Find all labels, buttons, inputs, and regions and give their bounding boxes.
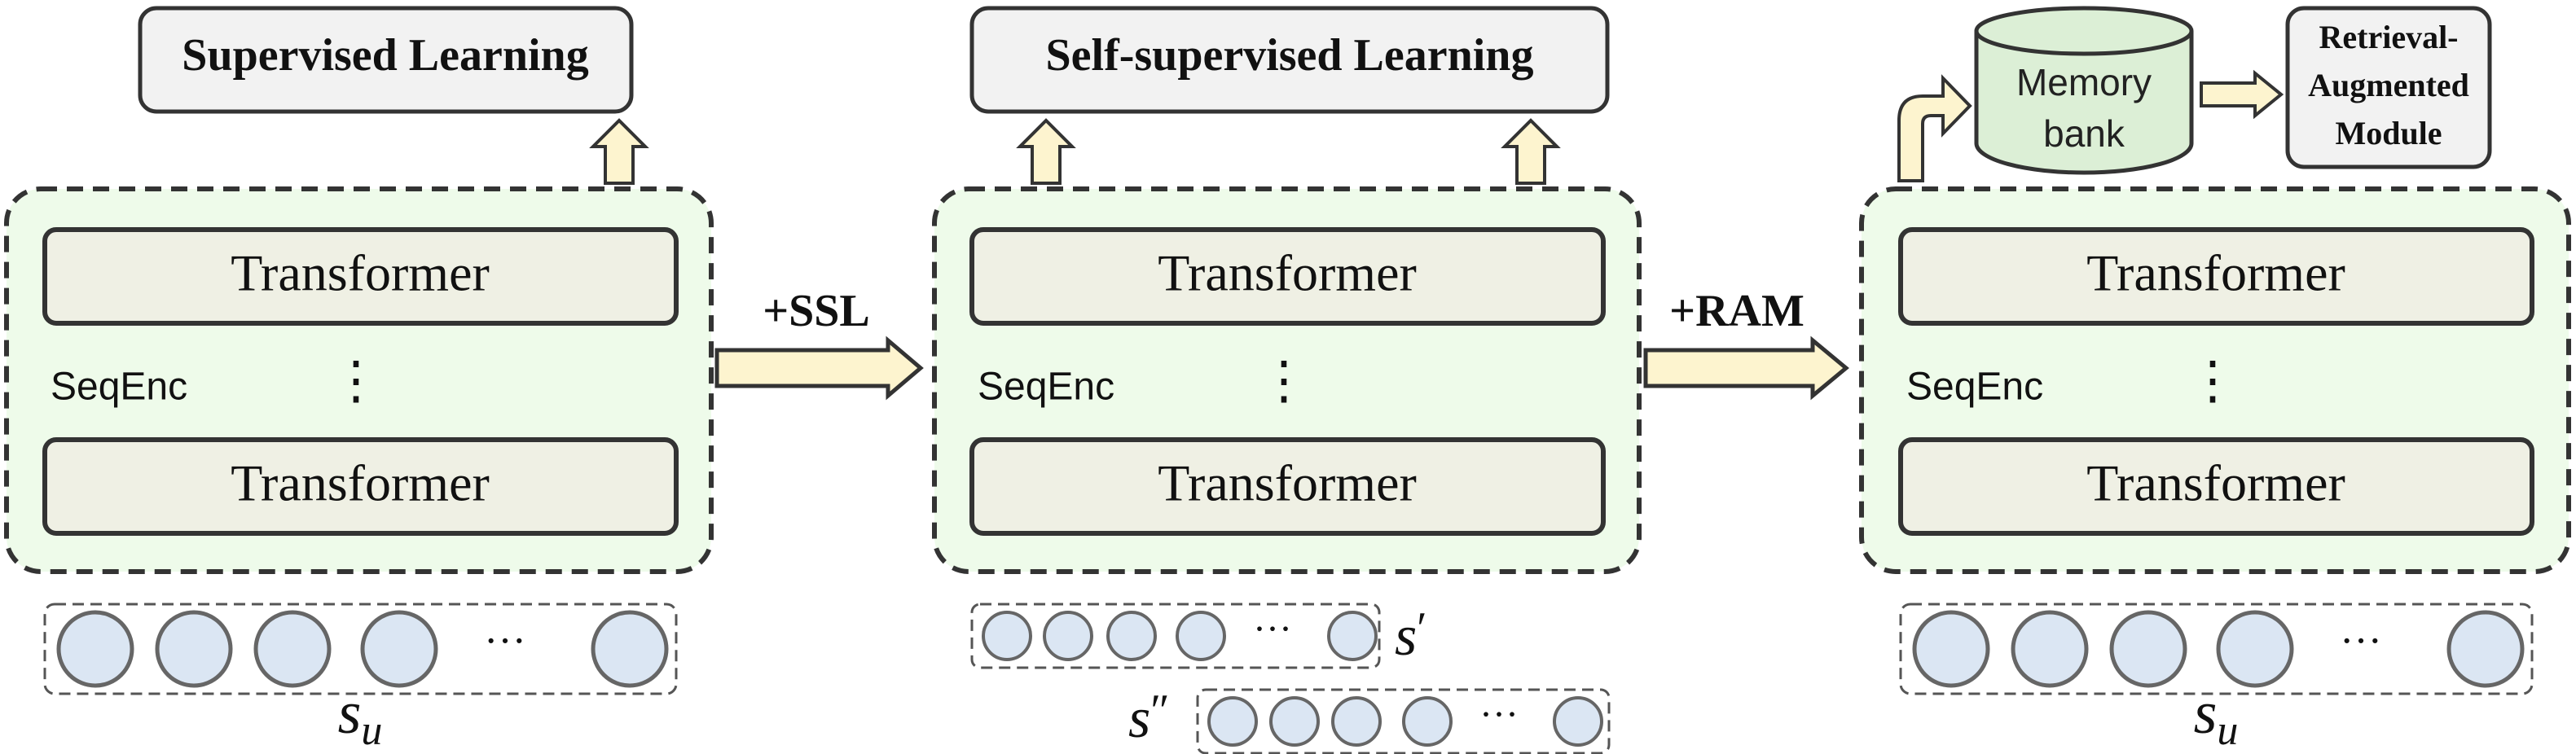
token [982,611,1032,661]
transition-ssl: +SSL [714,286,924,401]
retrieval-module-line3: Module [2335,115,2442,151]
transformer-block-bottom [42,437,679,536]
token [591,610,669,688]
retrieval-module-line2: Augmented [2308,67,2469,103]
token-sequence-su: ··· [43,603,678,695]
transformer-label-top: Transformer [2086,244,2345,302]
token [1331,696,1382,747]
heading-box-supervised [138,6,634,114]
curved-arrow-to-memory [1897,74,1972,182]
token [1043,611,1093,661]
right-arrow-to-module [2200,69,2284,120]
memory-bank-top [1974,6,2194,56]
retrieval-module-line1: Retrieval- [2319,19,2458,55]
memory-bank: Memory bank [1974,6,2194,175]
transformer-block-top [969,227,1606,326]
sequence-superscript: ′ [1417,603,1426,654]
sequence-symbol: s [1128,687,1150,750]
transformer-label-top: Transformer [231,244,490,302]
seqenc-label: SeqEnc [51,366,187,409]
transition-label-ram: +RAM [1669,286,1805,336]
token [1176,611,1226,661]
transformer-block-top [1898,227,2534,326]
panel-self-supervised: Self-supervised Learning Transformer Seq… [932,6,1642,754]
up-arrow-right [1501,118,1561,185]
up-arrow-supervised [589,118,649,185]
transformer-block-bottom [1898,437,2534,536]
token [1327,611,1378,661]
token-sequence-s-prime: ··· [970,603,1381,669]
transformer-block-top [42,227,679,326]
sequence-label-su: su [2194,680,2239,754]
heading-self-supervised: Self-supervised Learning [1046,30,1534,81]
token [2216,610,2294,688]
sequence-subscript: u [361,708,382,754]
token [253,610,332,688]
vertical-ellipsis: ⋮ [2187,352,2239,410]
memory-bank-label-line1: Memory [2016,61,2152,103]
seqenc-label: SeqEnc [978,366,1114,409]
transformer-block-bottom [969,437,1606,536]
token [360,610,438,688]
token-sequence-su: ··· [1899,603,2534,695]
sequence-symbol: s [338,680,362,747]
sequence-subscript: u [2217,708,2238,754]
heading-box-self-supervised [969,6,1610,114]
transformer-label-top: Transformer [1158,244,1417,302]
token [155,610,233,688]
heading-supervised: Supervised Learning [182,30,588,81]
token [1207,696,1258,747]
vertical-ellipsis: ⋮ [1258,352,1310,410]
horizontal-ellipsis: ··· [1479,693,1519,736]
token-sequence-s-double-prime: ··· [1196,688,1611,754]
right-arrow-ram [1643,335,1849,401]
memory-bank-body [1974,31,2194,175]
transformer-label-bottom: Transformer [2086,454,2345,512]
transformer-label-bottom: Transformer [231,454,490,512]
token [1269,696,1320,747]
seqenc-label: SeqEnc [1906,366,2043,409]
panel-retrieval-augmented: Memory bank Retrieval- Augmented Module … [1859,6,2571,754]
token [1553,696,1603,747]
sequence-label-s-prime: s′ [1395,603,1427,668]
transformer-label-bottom: Transformer [1158,454,1417,512]
sequence-label-s-double-prime: s″ [1128,686,1170,750]
sequence-label-su: su [338,680,383,754]
sequence-symbol: s [1395,605,1417,668]
vertical-ellipsis: ⋮ [330,352,382,410]
token [2011,610,2089,688]
token [2109,610,2187,688]
horizontal-ellipsis: ··· [1253,607,1292,651]
token [2446,610,2525,688]
horizontal-ellipsis: ··· [2340,618,2382,664]
token [1912,610,1990,688]
sequence-symbol: s [2194,680,2218,747]
memory-bank-label-line2: bank [2043,112,2125,155]
right-arrow-ssl [714,335,924,401]
token [56,610,134,688]
panel-supervised: Supervised Learning Transformer SeqEnc ⋮… [4,6,714,754]
transition-label-ssl: +SSL [763,286,870,336]
token [1402,696,1453,747]
horizontal-ellipsis: ··· [484,618,526,664]
retrieval-module-box [2285,6,2492,169]
token [1106,611,1157,661]
sequence-superscript: ″ [1150,686,1169,736]
transition-ram: +RAM [1643,286,1849,401]
up-arrow-left [1016,118,1076,185]
